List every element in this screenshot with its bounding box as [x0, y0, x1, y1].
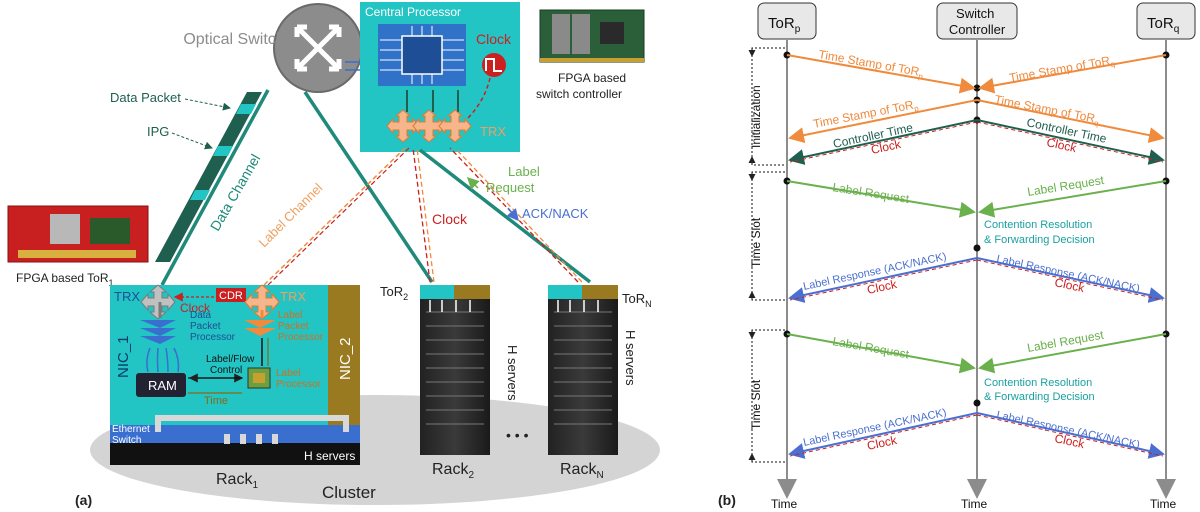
label-request-arrow-l2: [786, 333, 976, 374]
cp-trx-label: TRX: [480, 124, 506, 139]
nic-clock-label: Clock: [180, 301, 211, 315]
clock-label-l3: Clock: [866, 433, 899, 453]
panel-b: ToRp Switch Controller ToRq Time Time Ti…: [718, 2, 1196, 511]
switch-controller-label: Switch Controller: [949, 6, 1006, 37]
tor-p-box: [757, 2, 817, 40]
label-response-arrow-l1: [788, 257, 978, 303]
ts-p-arrow-2: [788, 99, 978, 144]
cluster-label: Cluster: [322, 483, 376, 502]
cp-clock-label: Clock: [476, 31, 512, 47]
ram-label: RAM: [148, 378, 177, 393]
panel-b-label: (b): [718, 492, 736, 508]
clock-label-r1: Clock: [1045, 135, 1078, 155]
label-processor-chip-icon: [247, 367, 271, 389]
label-request-label-l1: Label Request: [832, 180, 911, 206]
optical-switch: [273, 3, 363, 93]
fpga-switch-controller-board: [539, 9, 645, 63]
central-processor-label: Central Processor: [365, 5, 461, 19]
controller-time-arrow-r: [976, 119, 1165, 165]
label-request-arrow-r1: [978, 180, 1167, 218]
label-request-label-r1: Label Request: [1026, 173, 1105, 199]
tor2-label: ToR2: [380, 284, 408, 302]
time-label: Time: [204, 395, 228, 407]
fpga-switch-controller-label: FPGA based switch controller: [536, 71, 629, 101]
rack2-label: Rack2: [432, 461, 474, 481]
time-label-p: Time: [771, 497, 798, 511]
ts-q-arrow-1: [978, 54, 1167, 94]
cp-trx-icons: [386, 109, 472, 143]
panel-a: Cluster Optical Switch Central Processor: [7, 2, 660, 508]
contention-label-1: Contention Resolution & Forwarding Decis…: [984, 219, 1095, 246]
nic2-label: NIC_2: [337, 337, 354, 380]
optical-switch-label: Optical Switch: [183, 31, 284, 48]
trx-right-icon: [244, 284, 280, 320]
tor-p-label: ToRp: [768, 15, 801, 35]
tor-q-label: ToRq: [1147, 15, 1179, 35]
ts-p-arrow-1: [786, 54, 976, 94]
cdr-label: CDR: [219, 290, 243, 302]
data-packet-label: Data Packet: [110, 90, 181, 105]
time-slot-2-label: Time Slot: [749, 379, 763, 430]
rack2: [420, 285, 490, 455]
panel-a-label: (a): [75, 492, 92, 508]
ack-nack-label: ACK/NACK: [522, 206, 589, 221]
clock-label-r2: Clock: [1053, 275, 1086, 295]
contention-label-2: Contention Resolution & Forwarding Decis…: [984, 377, 1095, 403]
label-response-arrow-r1: [976, 257, 1165, 303]
cdr-box: [216, 288, 246, 302]
trx-right-label: TRX: [280, 289, 306, 304]
clock-label-l2: Clock: [866, 277, 899, 297]
data-channel-line: [160, 89, 270, 286]
time-label-q: Time: [1150, 497, 1177, 511]
data-packet-strip: [155, 92, 262, 262]
label-request-arrow-r2: [978, 333, 1167, 374]
ipg-label: IPG: [147, 124, 169, 139]
rack1-label: Rack1: [216, 471, 258, 491]
label-request-arrow-l1: [786, 180, 976, 218]
label-channel-line: [263, 147, 406, 286]
h-servers-rack1-label: H servers: [304, 449, 355, 463]
ellipsis: • • •: [506, 427, 529, 443]
data-packet-processor-icon: [140, 320, 176, 344]
switch-controller-box: [936, 2, 1018, 40]
clock-label-l1: Clock: [870, 137, 903, 157]
ts-q-label-1: Time Stamp of ToRq: [1008, 53, 1116, 87]
rackn: [548, 285, 618, 455]
time-label-c: Time: [961, 497, 988, 511]
trx-left-label: TRX: [114, 289, 140, 304]
h-servers-n-label: H servers: [623, 330, 638, 386]
tor-q-box: [1136, 2, 1196, 40]
trx-left-icon: [140, 284, 176, 320]
label-request-label-r2: Label Request: [1026, 328, 1105, 355]
time-slot-1-label: Time Slot: [749, 217, 763, 268]
fpga-tor-board: [7, 205, 149, 263]
ts-q-arrow-2: [976, 99, 1165, 144]
h-servers-2-label: H servers: [505, 345, 520, 401]
rackn-data-line: [418, 148, 592, 284]
label-response-arrow-r2: [976, 412, 1165, 459]
ram-chip: [136, 373, 186, 397]
torn-label: ToRN: [622, 291, 652, 309]
label-packet-processor-icon: [244, 320, 276, 336]
nic1-label: NIC_1: [115, 335, 132, 378]
clock-label-r3: Clock: [1053, 431, 1086, 451]
clock-icon: [482, 53, 506, 77]
label-request-label-l2: Label Request: [831, 334, 910, 361]
controller-time-arrow-l: [788, 119, 978, 165]
initialization-label: Initialization: [749, 85, 763, 148]
cpu-chip-icon: [378, 24, 466, 86]
clock-link-label: Clock: [432, 211, 468, 227]
rackn-label: RackN: [560, 461, 604, 481]
label-response-arrow-l2: [788, 412, 978, 459]
rack1-nic-board: [110, 285, 360, 465]
fpga-tor-label: FPGA based ToR1: [16, 271, 114, 288]
ts-p-label-1: Time Stamp of ToRp: [817, 47, 925, 81]
